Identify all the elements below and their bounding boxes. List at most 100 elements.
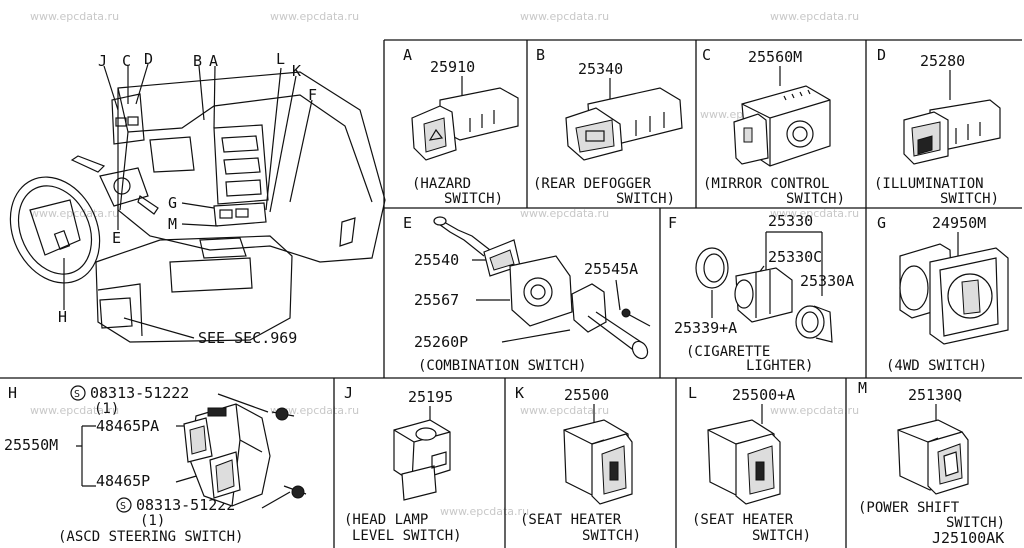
caption: (ASCD STEERING SWITCH)	[58, 529, 243, 545]
part-number: 25560M	[748, 48, 802, 66]
overview-letter-l: L	[276, 50, 285, 68]
bolt-symbol: S	[120, 501, 126, 512]
watermark: www.epcdata.ru	[520, 10, 609, 23]
part-number: 25567	[414, 291, 459, 309]
cell-m-power-shift-switch: M 25130Q (POWER SHIFT SWITCH)	[858, 379, 1005, 531]
caption-line-2: SWITCH)	[786, 191, 845, 207]
cell-letter: K	[515, 384, 524, 402]
caption-line-2: SWITCH)	[616, 191, 675, 207]
caption-line-1: (CIGARETTE	[686, 344, 770, 360]
part-number: 48465P	[96, 472, 150, 490]
part-number: 25330	[768, 212, 813, 230]
part-number: 25500	[564, 386, 609, 404]
watermark: www.epcdata.ru	[520, 404, 609, 417]
caption-line-2: SWITCH)	[752, 528, 811, 544]
caption-line-1: (HAZARD	[412, 176, 471, 192]
overview-letter-e: E	[112, 229, 121, 247]
quantity: (1)	[140, 513, 165, 529]
overview-letter-j: J	[98, 52, 107, 70]
caption-line-2: LEVEL SWITCH)	[352, 528, 462, 544]
part-number: 48465PA	[96, 417, 159, 435]
bolt-symbol: S	[74, 389, 80, 400]
part-number: 25195	[408, 388, 453, 406]
cell-letter: F	[668, 214, 677, 232]
part-number: 25130Q	[908, 386, 962, 404]
part-number: 24950M	[932, 214, 986, 232]
part-number: 25540	[414, 251, 459, 269]
watermark: www.epcdata.ru	[770, 404, 859, 417]
see-section-reference: SEE SEC.969	[198, 329, 297, 347]
part-number: 25330C	[768, 248, 822, 266]
cell-g-4wd-switch: G 24950M (4WD SWITCH)	[877, 214, 1009, 374]
overview-letter-f: F	[308, 86, 317, 104]
cell-c-mirror-control-switch: C 25560M (MIRROR CONTROL SWITCH)	[702, 46, 845, 207]
overview-letter-k: K	[292, 62, 301, 80]
part-number: 25330A	[800, 272, 854, 290]
cell-letter: L	[688, 384, 697, 402]
quantity: (1)	[94, 401, 119, 417]
cell-letter: C	[702, 46, 711, 64]
caption-line-1: (REAR DEFOGGER	[533, 176, 652, 192]
watermark: www.epcdata.ru	[30, 10, 119, 23]
cell-a-hazard-switch: A 25910 (HAZARD SWITCH)	[403, 46, 519, 207]
caption-line-1: (HEAD LAMP	[344, 512, 428, 528]
part-number: 08313-51222	[90, 384, 189, 402]
overview-letter-m: M	[168, 215, 177, 233]
overview-letter-h: H	[58, 308, 67, 326]
watermark: www.epcdata.ru	[30, 207, 119, 220]
cell-letter: D	[877, 46, 886, 64]
caption-line-1: (POWER SHIFT	[858, 500, 960, 516]
caption-line-2: SWITCH)	[582, 528, 641, 544]
cell-h-ascd-steering-switch: H S 08313-51222 (1) 48465PA 25550M 48465…	[4, 384, 307, 545]
overview-letter-d: D	[144, 50, 153, 68]
part-number: 25340	[578, 60, 623, 78]
dashboard-overview: J C D B A L K F G M E H SEE SEC.969	[9, 50, 386, 347]
cell-letter: E	[403, 214, 412, 232]
watermark: www.epcdata.ru	[30, 404, 119, 417]
part-number: 25500+A	[732, 386, 795, 404]
cell-letter: G	[877, 214, 886, 232]
cell-l-seat-heater-switch: L 25500+A (SEAT HEATER SWITCH)	[688, 384, 811, 544]
caption-line-2: SWITCH)	[946, 515, 1005, 531]
watermarks: www.epcdata.ru www.epcdata.ru www.epcdat…	[30, 10, 859, 518]
cell-letter: B	[536, 46, 545, 64]
cell-k-seat-heater-switch: K 25500 (SEAT HEATER SWITCH)	[515, 384, 641, 544]
watermark: www.epcdata.ru	[270, 404, 359, 417]
cell-letter: J	[344, 384, 353, 402]
part-number: 25910	[430, 58, 475, 76]
part-number: 25545A	[584, 260, 638, 278]
cell-e-combination-switch: E 25540 25567 25260P 25545A (COMBINATION…	[403, 214, 651, 374]
caption-line-1: (SEAT HEATER	[520, 512, 622, 528]
cell-f-cigarette-lighter: F 25330 25330C 25330A 25339+A (CIGARETTE…	[668, 212, 854, 374]
caption-line-1: (SEAT HEATER	[692, 512, 794, 528]
grid-lines	[0, 39, 1022, 548]
caption: (COMBINATION SWITCH)	[418, 358, 587, 374]
caption-line-2: SWITCH)	[444, 191, 503, 207]
cell-letter: H	[8, 384, 17, 402]
caption-line-2: LIGHTER)	[746, 358, 813, 374]
diagram-code: J25100AK	[932, 529, 1004, 547]
watermark: www.epcdata.ru	[770, 10, 859, 23]
caption: (4WD SWITCH)	[886, 358, 987, 374]
caption-line-1: (MIRROR CONTROL	[703, 176, 829, 192]
watermark: www.epcdata.ru	[770, 207, 859, 220]
cell-letter: M	[858, 379, 867, 397]
part-number: 25550M	[4, 436, 58, 454]
overview-letter-a: A	[209, 52, 218, 70]
part-number: 25280	[920, 52, 965, 70]
cell-d-illumination-switch: D 25280 (ILLUMINATION SWITCH)	[874, 46, 1001, 207]
caption-line-2: SWITCH)	[940, 191, 999, 207]
cell-b-rear-defogger-switch: B 25340 (REAR DEFOGGER SWITCH)	[533, 46, 683, 207]
cell-letter: A	[403, 46, 412, 64]
watermark: www.epcdata.ru	[270, 10, 359, 23]
overview-letter-b: B	[193, 52, 202, 70]
overview-letter-g: G	[168, 194, 177, 212]
watermark: www.epcdata.ru	[440, 505, 529, 518]
cell-j-head-lamp-level-switch: J 25195 (HEAD LAMP LEVEL SWITCH)	[344, 384, 462, 544]
part-number: 25339+A	[674, 319, 737, 337]
watermark: www.epcdata.ru	[520, 207, 609, 220]
overview-letter-c: C	[122, 52, 131, 70]
caption-line-1: (ILLUMINATION	[874, 176, 984, 192]
part-number: 08313-51222	[136, 496, 235, 514]
